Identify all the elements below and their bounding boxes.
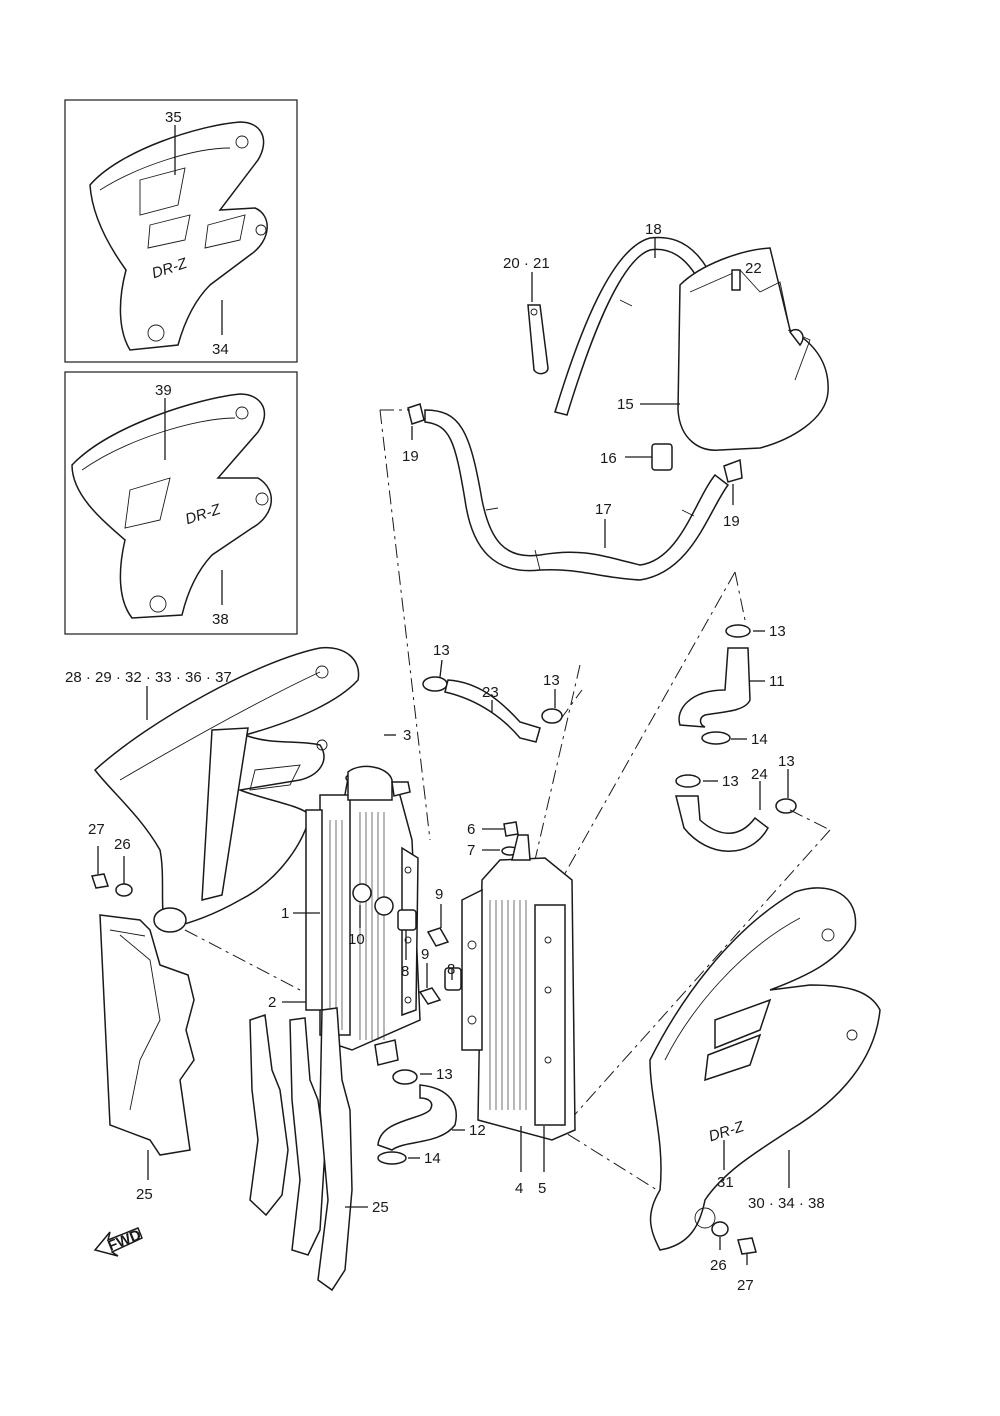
reservoir-assembly: 18 20 · 21 22 15 16 17 19 19 xyxy=(402,221,829,581)
callout-9-upper: 9 xyxy=(435,886,443,903)
callout-23: 23 xyxy=(482,684,499,701)
callout-38-inset: 38 xyxy=(212,611,229,628)
callout-30-34-38: 30 · 34 · 38 xyxy=(748,1195,825,1212)
callout-15: 15 xyxy=(617,396,634,413)
callout-10-left: 10 xyxy=(348,931,365,948)
callout-20-21: 20 · 21 xyxy=(503,255,550,272)
radiator-fins-right xyxy=(489,900,527,1110)
fwd-arrow-icon: FWD xyxy=(93,1226,144,1257)
right-shroud: DR-Z 31 30 · 34 · 38 xyxy=(649,887,881,1251)
reservoir-tank-15 xyxy=(677,247,829,451)
callout-13-h24-left: 13 xyxy=(722,773,739,790)
reference-lines xyxy=(184,409,831,1196)
callout-27-right: 27 xyxy=(737,1277,754,1294)
shroud-emblem-upper xyxy=(89,121,268,351)
clamp-20-21 xyxy=(527,304,549,375)
callout-11: 11 xyxy=(769,673,785,690)
callout-19-right: 19 xyxy=(723,513,740,530)
callout-16: 16 xyxy=(600,450,617,467)
callout-4: 4 xyxy=(515,1180,523,1197)
callout-5: 5 xyxy=(538,1180,546,1197)
callout-18: 18 xyxy=(645,221,662,238)
bolt-6-washer-7: 6 7 xyxy=(467,821,519,859)
callout-13-h12: 13 xyxy=(436,1066,453,1083)
callout-2: 2 xyxy=(268,994,276,1011)
callout-6: 6 xyxy=(467,821,475,838)
callout-25-right: 25 xyxy=(372,1199,389,1216)
callout-8-left: 8 xyxy=(401,963,409,980)
clamp-19-left xyxy=(407,403,425,425)
callout-19-left: 19 xyxy=(402,448,419,465)
callout-34-inset: 34 xyxy=(212,341,229,358)
callout-26-left: 26 xyxy=(114,836,131,853)
callout-9-lower: 9 xyxy=(421,946,429,963)
callout-24: 24 xyxy=(751,766,768,783)
callout-13-h11-top: 13 xyxy=(769,623,786,640)
grommet-16 xyxy=(651,443,673,471)
radiator-guard-25-left: 25 xyxy=(99,914,195,1203)
callout-3: 3 xyxy=(403,727,411,744)
shroud-emblem-lower xyxy=(71,393,273,619)
shroud-right-30 xyxy=(649,887,881,1251)
callout-1: 1 xyxy=(281,905,289,922)
hose-23: 13 23 13 xyxy=(422,642,583,743)
fwd-label: FWD xyxy=(106,1226,144,1255)
hose-17 xyxy=(424,409,730,581)
callout-35: 35 xyxy=(165,109,182,126)
callout-7: 7 xyxy=(467,842,475,859)
left-hardware: 27 26 xyxy=(88,821,133,897)
radiator-right-4: 4 5 xyxy=(461,834,576,1197)
radiator-left-1: 1 10 2 xyxy=(268,765,421,1066)
callout-39: 39 xyxy=(155,382,172,399)
callout-14-h12: 14 xyxy=(424,1150,441,1167)
callout-12: 12 xyxy=(469,1122,486,1139)
clamp-19-right xyxy=(723,458,743,483)
callout-28-37: 28 · 29 · 32 · 33 · 36 · 37 xyxy=(65,669,232,686)
callout-25-left: 25 xyxy=(136,1186,153,1203)
callout-13-h24-right: 13 xyxy=(778,753,795,770)
hose-24: 13 24 13 xyxy=(675,753,831,852)
callout-14-h11: 14 xyxy=(751,731,768,748)
callout-17: 17 xyxy=(595,501,612,518)
inset-box-upper: DR-Z 35 34 xyxy=(64,99,298,363)
callout-26-right: 26 xyxy=(710,1257,727,1274)
left-shroud: 28 · 29 · 32 · 33 · 36 · 37 xyxy=(65,646,360,933)
radiator-guard-25-right: 25 xyxy=(249,1007,389,1292)
callout-13-h23-left: 13 xyxy=(433,642,450,659)
right-hardware: 26 27 xyxy=(710,1221,757,1294)
inset-box-lower: DR-Z 39 38 xyxy=(64,371,298,635)
hose-12: 13 12 14 xyxy=(377,1066,486,1167)
callout-13-h23-right: 13 xyxy=(543,672,560,689)
callout-31: 31 xyxy=(717,1174,734,1191)
callout-8-right: 8 xyxy=(447,961,455,978)
hose-11: 13 11 14 xyxy=(678,623,786,748)
callout-22: 22 xyxy=(745,260,762,277)
callout-27-left: 27 xyxy=(88,821,105,838)
